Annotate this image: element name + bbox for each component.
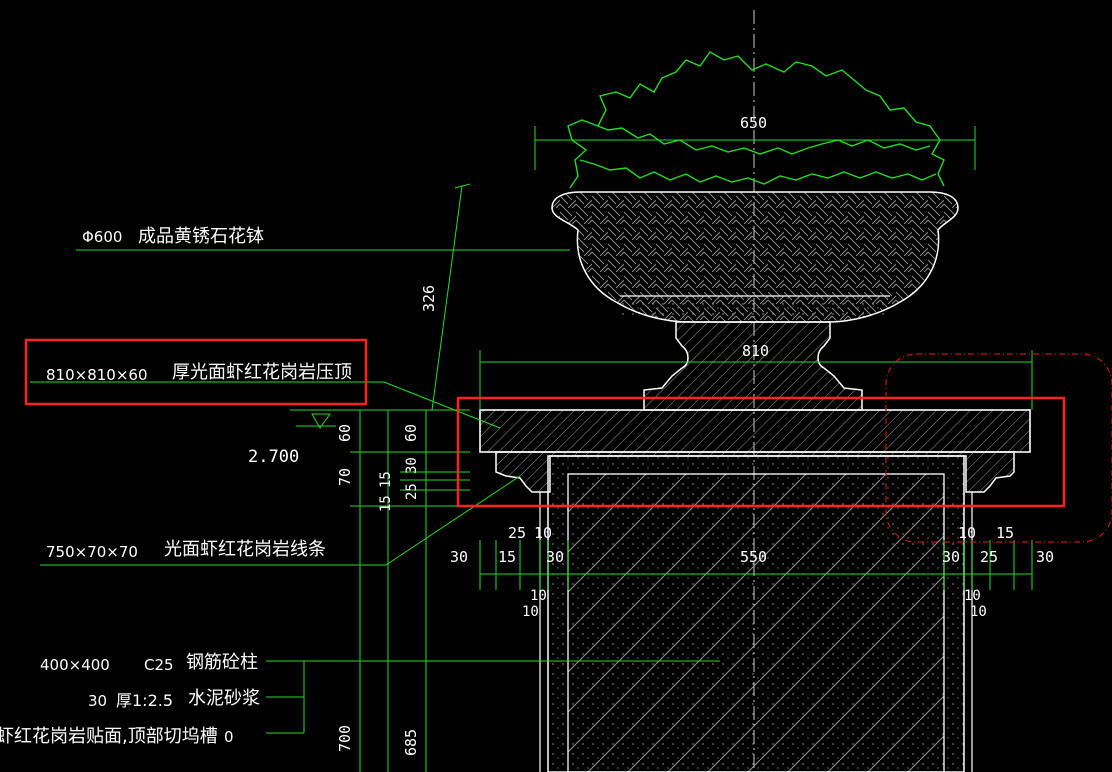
mortar-desc-label: 水泥砂浆 <box>188 688 260 709</box>
dim-left-60b: 60 <box>402 424 420 442</box>
dim-row-left-30b: 30 <box>546 548 564 566</box>
dim-row-left-under-10b: 10 <box>522 604 539 620</box>
column-grade-label: C25 <box>144 656 174 674</box>
dim-core-width: 550 <box>740 548 767 566</box>
dim-left-15b: 15 <box>378 495 394 512</box>
molding-desc-label: 光面虾红花岗岩线条 <box>164 539 326 560</box>
dim-row-right-10: 10 <box>958 524 976 542</box>
dim-row-right-30b: 30 <box>1036 548 1054 566</box>
shrub-outline <box>567 51 945 189</box>
coping-desc-label: 厚光面虾红花岗岩压顶 <box>172 362 352 383</box>
flowerpot-body <box>551 191 959 323</box>
column-desc-label: 钢筋砼柱 <box>186 652 258 673</box>
highlight-dashed-box <box>885 353 1112 543</box>
column-size-label: 400×400 <box>40 656 110 674</box>
flowerpot-desc-label: 成品黄锈石花钵 <box>138 226 264 247</box>
dim-left-25: 25 <box>404 483 420 500</box>
highlight-coping-box <box>456 396 1066 508</box>
elevation-label: 2.700 <box>248 447 299 467</box>
flowerpot-size-label: Φ600 <box>82 228 122 246</box>
facing-desc-label: 虾红花岗岩贴面,顶部切坞槽 <box>0 726 218 747</box>
dimension-lines <box>30 126 1033 772</box>
dim-row-left-25: 25 <box>508 524 526 542</box>
dim-left-30: 30 <box>404 457 420 474</box>
facing-tail-label: 0 <box>224 728 234 746</box>
dim-row-right-under-10b: 10 <box>970 604 987 620</box>
molding-size-label: 750×70×70 <box>46 543 138 561</box>
dim-row-left-15: 15 <box>498 548 516 566</box>
dim-row-right-under-10a: 10 <box>964 588 981 604</box>
column-core <box>567 473 945 772</box>
dim-row-left-under-10a: 10 <box>530 588 547 604</box>
dim-bottom-700: 700 <box>336 725 354 752</box>
dim-pot-height: 326 <box>420 285 438 312</box>
mortar-ratio-label: 厚1:2.5 <box>116 691 173 710</box>
dim-pot-width: 650 <box>740 114 767 132</box>
dim-left-60a: 60 <box>336 424 354 442</box>
dim-row-left-10: 10 <box>534 524 552 542</box>
mortar-size-label: 30 <box>88 692 107 710</box>
dim-coping-width: 810 <box>742 342 769 360</box>
flowerpot-soil <box>622 297 888 317</box>
dim-row-right-30a: 30 <box>942 548 960 566</box>
dim-left-15a: 15 <box>378 471 394 488</box>
coping-size-label: 810×810×60 <box>46 366 147 384</box>
dim-row-right-15: 15 <box>996 524 1014 542</box>
highlight-label-box <box>24 338 368 406</box>
coping-slab <box>479 409 1031 453</box>
dim-bottom-685: 685 <box>402 729 420 756</box>
dim-row-left-30a: 30 <box>450 548 468 566</box>
dim-left-70: 70 <box>336 468 354 486</box>
dim-row-right-25: 25 <box>980 548 998 566</box>
